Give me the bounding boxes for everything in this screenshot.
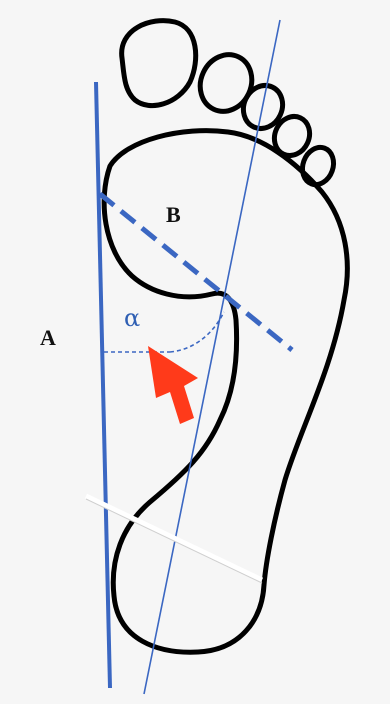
label-a: A bbox=[40, 325, 56, 351]
label-b: B bbox=[166, 202, 181, 228]
angle-label: α bbox=[124, 304, 140, 332]
